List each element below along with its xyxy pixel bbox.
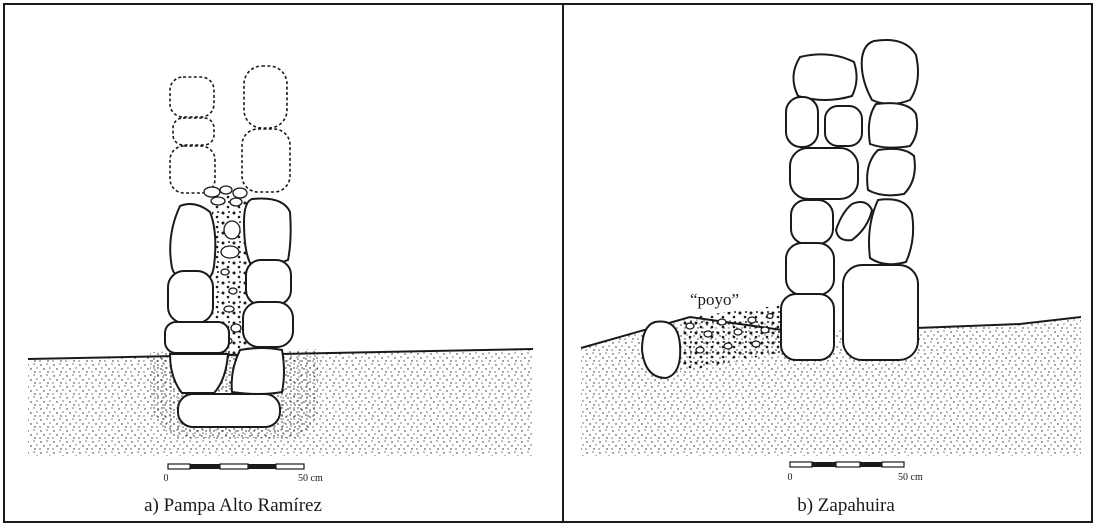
ghost-stone xyxy=(172,117,215,146)
stone xyxy=(230,347,285,395)
stone xyxy=(789,147,859,200)
stone xyxy=(640,320,682,380)
stone xyxy=(867,102,919,149)
stone xyxy=(842,264,919,361)
scale-start-label: 0 xyxy=(788,472,793,483)
stone xyxy=(177,393,281,428)
wall-stones xyxy=(780,39,919,361)
stone xyxy=(792,53,858,101)
stone xyxy=(866,147,916,197)
ghost-stone xyxy=(169,76,215,118)
scale-start-label: 0 xyxy=(164,473,169,484)
stone xyxy=(868,198,915,266)
stone xyxy=(780,293,835,361)
stone xyxy=(790,199,834,245)
scale-bar: 0 50 cm xyxy=(164,463,323,484)
scale-end-label: 50 cm xyxy=(298,473,323,484)
poyo-pebbles xyxy=(685,312,774,354)
panel-b: “poyo” 0 50 cm xyxy=(580,39,1082,516)
ghost-stone xyxy=(169,145,216,194)
ghost-stone xyxy=(243,65,288,129)
poyo-fill xyxy=(680,305,784,372)
stone xyxy=(785,96,819,148)
wall-stones xyxy=(164,197,294,428)
poyo-annotation: “poyo” xyxy=(690,290,739,309)
stone xyxy=(824,105,863,147)
figure-border xyxy=(3,3,1093,523)
stone xyxy=(168,353,230,394)
stone xyxy=(245,259,292,306)
reconstructed-wall xyxy=(169,65,291,194)
scale-end-label: 50 cm xyxy=(898,472,923,483)
rubble-core-pebbles xyxy=(203,185,248,345)
panel-b-caption: b) Zapahuira xyxy=(797,495,895,516)
stone xyxy=(167,270,214,324)
stone xyxy=(242,197,292,265)
panel-a: 0 50 cm a) Pampa Alto Ramírez xyxy=(27,65,534,516)
ghost-stone xyxy=(241,128,291,193)
stone xyxy=(785,242,835,296)
stone xyxy=(834,201,874,242)
ground-surface xyxy=(915,316,1082,329)
panel-a-caption: a) Pampa Alto Ramírez xyxy=(144,495,322,516)
stone xyxy=(860,39,919,105)
scale-bar: 0 50 cm xyxy=(788,461,923,483)
stone xyxy=(164,321,230,354)
stone xyxy=(242,301,294,348)
